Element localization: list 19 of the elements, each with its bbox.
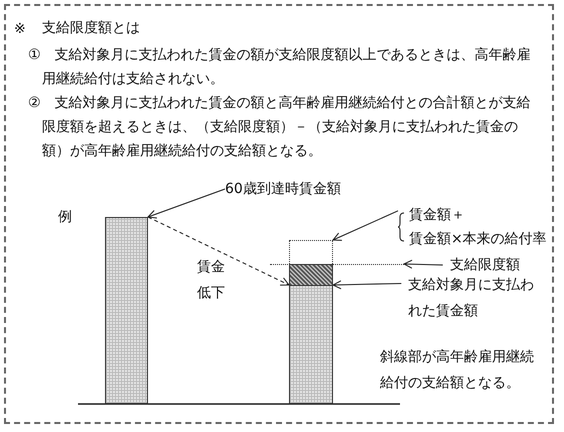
label-text: 60歳到達時賃金額 — [225, 176, 385, 202]
arrow — [148, 188, 226, 219]
annotation-text: 賃金低下 — [197, 258, 226, 303]
note-text: 斜線部が高年齢雇用継続給付の支給額となる。 — [380, 348, 535, 393]
label-text: 賃金額＋ — [409, 206, 466, 225]
dotted-line — [270, 264, 404, 265]
arrow — [332, 210, 398, 241]
arrow — [404, 260, 444, 269]
label-text: 賃金額×本来の給付率 — [409, 230, 548, 249]
dotted-box — [289, 240, 333, 264]
dashed-arrow — [148, 216, 290, 286]
heading: 支給限度額とは — [42, 19, 140, 38]
paragraph: ① 支給対象月に支払われた賃金の額が支給限度額以上であるときは、高年齢雇用継続給付は支給されない。 — [28, 46, 532, 89]
wage-bar — [105, 217, 148, 404]
wage-bar — [289, 285, 333, 404]
arrow — [332, 280, 402, 290]
paragraph: ② 支給対象月に支払われた賃金の額と高年齢雇用継続給付との合計額とが支給限度額を超えるときは、（支給限度額）－（支給対象月に支払われた賃金の額）が高年齢雇用継続給付の支給額となる。 — [28, 94, 532, 161]
reference-mark: ※ — [14, 20, 26, 39]
example-label: 例 — [58, 208, 72, 227]
